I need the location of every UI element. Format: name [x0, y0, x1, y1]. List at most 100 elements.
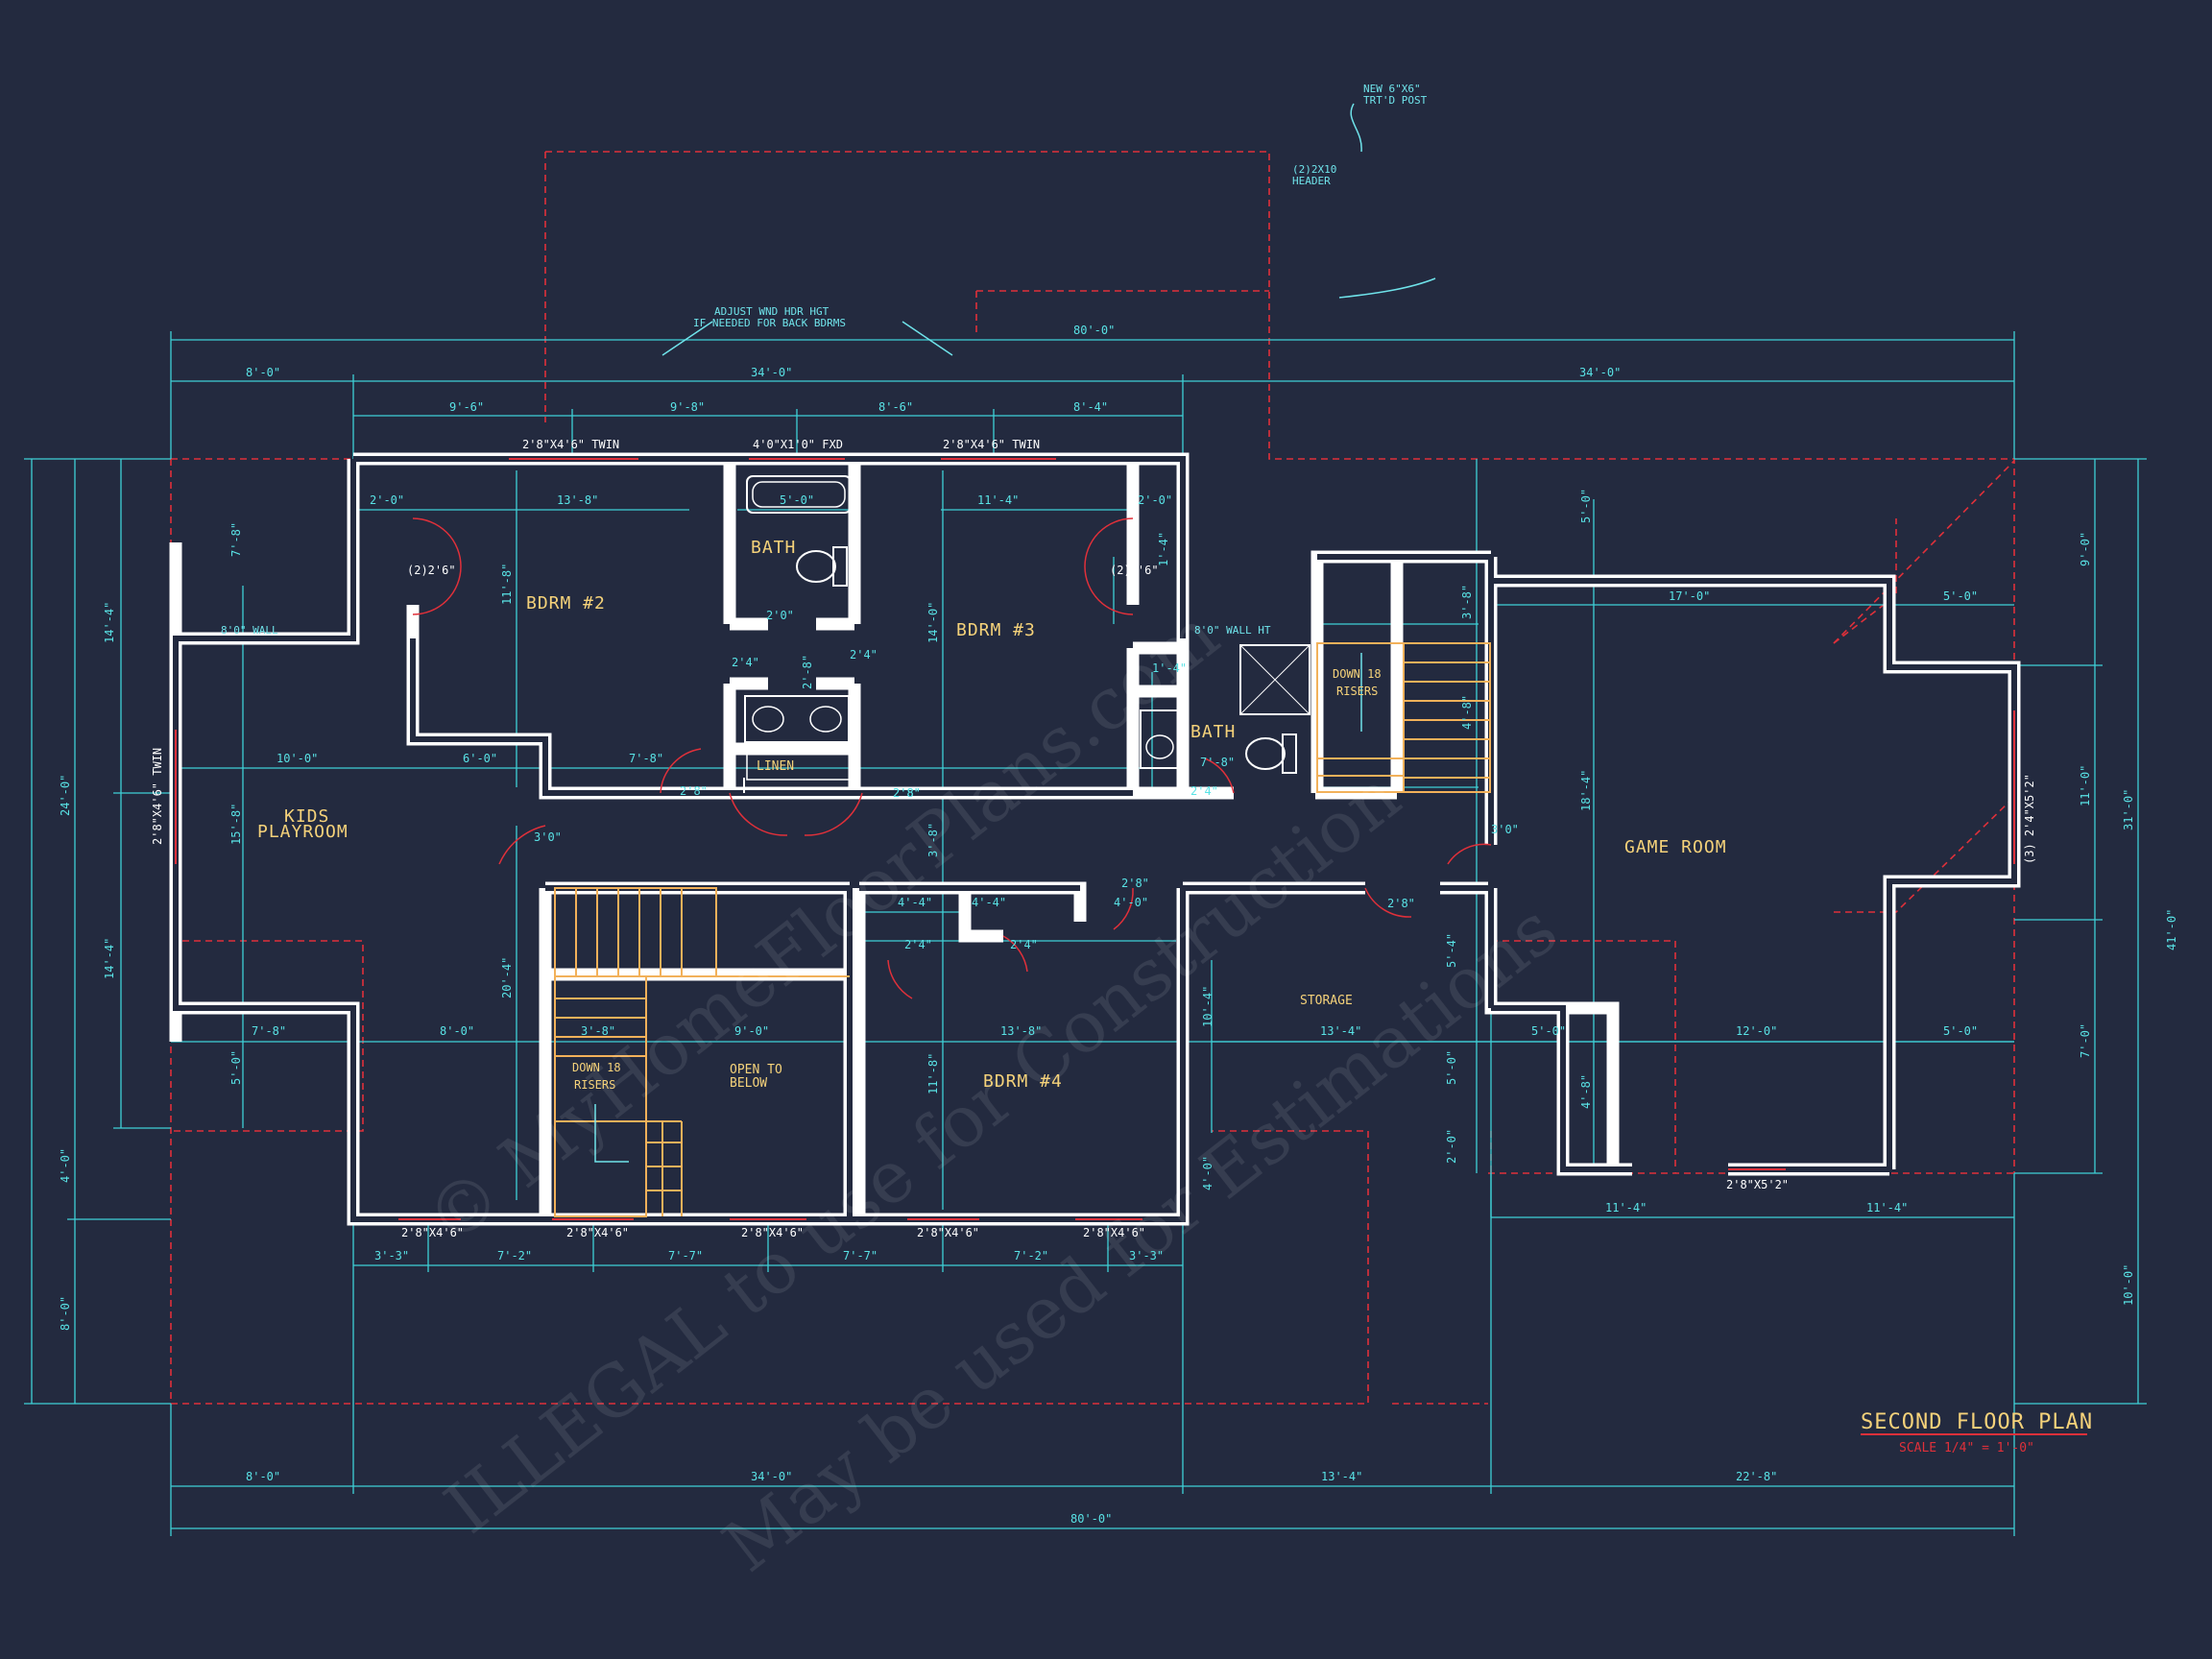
note-post-1: NEW 6"X6" — [1363, 83, 1421, 95]
dim-in-5: 2'-0" — [1138, 493, 1172, 507]
dim-v-28: 1'-4" — [1152, 661, 1187, 675]
dim-gr-b2: 11'-4" — [1866, 1201, 1908, 1214]
dim-top-a: 8'-0" — [246, 366, 280, 379]
dim-in-15: 2'4" — [732, 656, 759, 669]
dim-bot-b: 34'-0" — [751, 1470, 792, 1483]
room-linen: LINEN — [757, 759, 794, 774]
window-label-b5: 2'8"X4'6" — [1083, 1226, 1145, 1239]
dim-in-10: 7'-8" — [629, 752, 663, 765]
dim-in-19: 2'4" — [1190, 784, 1218, 798]
dim-top-r4: 8'-4" — [1073, 400, 1108, 414]
notes: NEW 6"X6" TRT'D POST (2)2X10 HEADER ADJU… — [221, 83, 1428, 637]
dim-in-16: 2'4" — [850, 648, 878, 661]
dim-in-6: 11'-8" — [500, 564, 514, 605]
dim-top-r2: 9'-8" — [670, 400, 705, 414]
dim-top-b: 34'-0" — [751, 366, 792, 379]
door-swings — [412, 517, 1492, 999]
dim-bw-6: 3'-3" — [1129, 1249, 1164, 1262]
stair-treads-b — [555, 998, 683, 1216]
room-playroom: PLAYROOM — [257, 822, 349, 842]
dim-v-22: 9'-0" — [2079, 532, 2092, 566]
dim-v-14: 3'-8" — [1460, 585, 1474, 619]
walls — [169, 452, 2021, 1226]
dim-bw-1: 3'-3" — [374, 1249, 409, 1262]
dim-in-34: 2'4" — [1010, 938, 1038, 951]
room-labels: BDRM #2 BDRM #3 BDRM #4 BATH BATH KIDS P… — [257, 538, 1727, 1092]
room-below: BELOW — [730, 1076, 767, 1091]
dim-v-25: 31'-0" — [2122, 789, 2135, 830]
bottom-dimensions: 8'-0" 34'-0" 13'-4" 22'-8" 80'-0" 3'-3" … — [246, 1201, 1908, 1526]
dim-v-30: 2'-8" — [801, 655, 814, 689]
dim-in-1: 13'-8" — [557, 493, 598, 507]
note-post-2: TRT'D POST — [1363, 94, 1428, 107]
dim-top-r1: 9'-6" — [449, 400, 484, 414]
dim-bot-total: 80'-0" — [1070, 1512, 1112, 1526]
window-label-b1: 2'8"X4'6" — [401, 1226, 464, 1239]
dim-top-c: 34'-0" — [1579, 366, 1621, 379]
dim-bot-c: 13'-4" — [1321, 1470, 1362, 1483]
dimension-lines — [24, 331, 2147, 1536]
window-label-w4: 2'8"X4'6" TWIN — [151, 748, 164, 845]
dim-in-25: 5'-0" — [1531, 1024, 1566, 1038]
dim-v-10: 3'-8" — [926, 823, 940, 857]
window-label-b2: 2'8"X4'6" — [566, 1226, 629, 1239]
dim-v-27: 10'-0" — [2122, 1264, 2135, 1306]
room-game: GAME ROOM — [1624, 837, 1727, 857]
room-bdrm-3: BDRM #3 — [956, 620, 1036, 640]
dim-bot-a: 8'-0" — [246, 1470, 280, 1483]
dim-v-11: 11'-8" — [926, 1053, 940, 1094]
dim-v-18: 4'-8" — [1579, 1074, 1593, 1109]
dim-in-26: 12'-0" — [1736, 1024, 1777, 1038]
dim-v-8: 8'-0" — [59, 1296, 72, 1331]
room-bath-b: BATH — [1190, 722, 1236, 742]
dim-v-7: 4'-0" — [59, 1148, 72, 1183]
dim-in-36: 2'8" — [1387, 897, 1415, 910]
dim-in-22: 9'-0" — [734, 1024, 769, 1038]
dim-v-15: 4'-8" — [1460, 695, 1474, 730]
stair-treads-c — [1317, 643, 1490, 792]
dim-in-23: 13'-8" — [1000, 1024, 1042, 1038]
window-label-w5: (3) 2'4"X5'2" — [2023, 774, 2036, 864]
watermark-line-1: © MyHomeFloorPlans.com — [411, 593, 1234, 1262]
dim-v-1: 7'-8" — [229, 522, 243, 557]
room-kids: KIDS — [284, 806, 329, 827]
dim-v-12: 10'-4" — [1201, 986, 1214, 1027]
dim-v-29: 1'-4" — [1157, 532, 1170, 566]
dim-in-12: 2'8" — [893, 786, 921, 800]
dim-top-r3: 8'-6" — [878, 400, 913, 414]
dim-in-24: 13'-4" — [1320, 1024, 1361, 1038]
dim-in-32: 4'-0" — [1114, 896, 1148, 909]
fixtures — [743, 475, 1310, 793]
closet-label-b: (2)2'6" — [1110, 564, 1159, 577]
dim-top-total: 80'-0" — [1073, 324, 1115, 337]
plan-title-block: SECOND FLOOR PLAN SCALE 1/4" = 1'-0" — [1861, 1410, 2092, 1455]
room-open-to: OPEN TO — [730, 1063, 782, 1077]
note-wall-8ht: 8'0" WALL HT — [1194, 624, 1271, 637]
window-label-w1: 2'8"X4'6" TWIN — [522, 438, 619, 451]
dim-v-21: 2'-0" — [1445, 1129, 1458, 1164]
dim-in-37: 3'-8" — [581, 1024, 615, 1038]
room-bdrm-4: BDRM #4 — [983, 1071, 1063, 1092]
stair-down-b-1: DOWN 18 — [1333, 667, 1382, 681]
window-label-b4: 2'8"X4'6" — [917, 1226, 979, 1239]
room-storage: STORAGE — [1300, 994, 1353, 1008]
top-dimensions: 80'-0" 8'-0" 34'-0" 34'-0" 9'-6" 9'-8" 8… — [246, 324, 1621, 414]
closet-label-a: (2)2'6" — [407, 564, 456, 577]
note-header-1: (2)2X10 — [1292, 163, 1336, 176]
dim-in-30: 4'-4" — [898, 896, 932, 909]
dim-in-27: 5'-0" — [1943, 1024, 1978, 1038]
interior-dimensions: 13'-8" 5'-0" 11'-4" 2'-0" 2'-0" 10'-0" 6… — [252, 493, 1978, 1038]
dim-bw-2: 7'-2" — [497, 1249, 532, 1262]
stair-down-a-1: DOWN 18 — [572, 1061, 621, 1074]
dim-v-6: 24'-0" — [59, 775, 72, 816]
note-arrows — [594, 103, 1436, 1163]
stairs — [554, 642, 1491, 1217]
dim-bw-4: 7'-7" — [843, 1249, 878, 1262]
dim-v-3: 5'-0" — [229, 1050, 243, 1085]
dim-v-23: 11'-0" — [2079, 765, 2092, 806]
dim-v-26: 41'-0" — [2165, 909, 2178, 950]
dim-v-13: 4'-0" — [1201, 1156, 1214, 1190]
dim-in-31: 4'-4" — [972, 896, 1006, 909]
dim-v-20: 5'-0" — [1445, 1050, 1458, 1085]
